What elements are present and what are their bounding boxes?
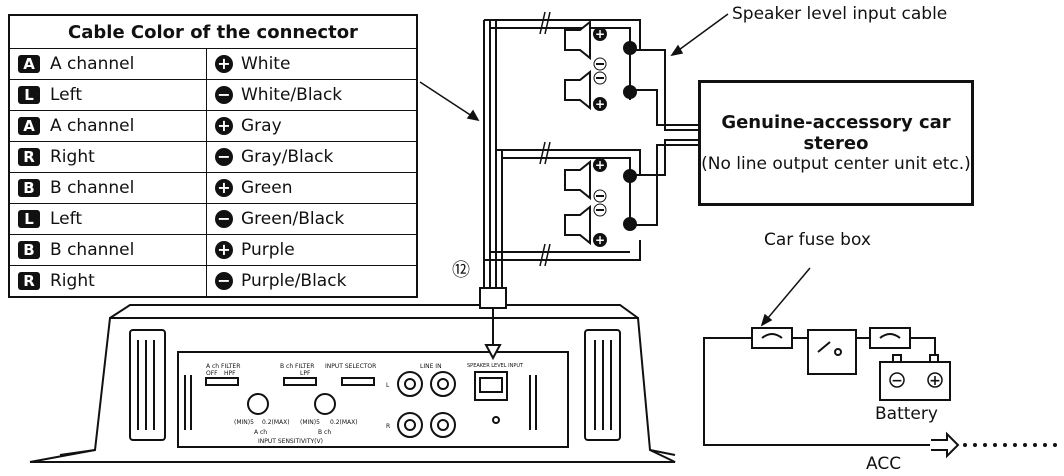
- acc-dots: [963, 443, 1057, 447]
- channel-badge: B: [18, 241, 40, 259]
- channel-label: A channel: [50, 54, 135, 74]
- color-label: Green: [241, 178, 293, 198]
- color-label: Gray/Black: [241, 147, 334, 167]
- svg-text:+: +: [929, 373, 941, 389]
- off-label: OFF: [206, 370, 218, 377]
- svg-text:−: −: [891, 373, 903, 389]
- table-row: L Left −Green/Black: [8, 203, 418, 235]
- table-row: A A channel + White: [8, 48, 418, 80]
- channel-cell: A A channel: [8, 48, 207, 80]
- color-label: Purple: [241, 240, 295, 260]
- side-cell: R Right: [8, 265, 207, 298]
- minus-icon: −: [215, 148, 233, 166]
- side-label: Left: [50, 85, 82, 105]
- color-cell: + Green: [206, 172, 418, 204]
- stereo-note: (No line output center unit etc.): [701, 154, 971, 174]
- table-row: L Left −White/Black: [8, 79, 418, 111]
- color-cell: −Green/Black: [206, 203, 418, 235]
- svg-text:+: +: [595, 97, 605, 111]
- b-ch-label: B ch: [318, 429, 331, 436]
- channel-label: B channel: [50, 178, 135, 198]
- input-sensitivity-label: INPUT SENSITIVITY(V): [258, 438, 323, 445]
- side-badge: R: [18, 148, 40, 166]
- amp-panel-text: A ch FILTER B ch FILTER INPUT SELECTOR L…: [206, 363, 524, 445]
- lpf-label: LPF: [300, 370, 311, 377]
- table-title: Cable Color of the connector: [8, 14, 418, 49]
- a-ch-label: A ch: [254, 429, 267, 436]
- minus-icon: −: [215, 86, 233, 104]
- min-label-b: (MIN)5: [300, 419, 320, 426]
- plus-icon: +: [215, 179, 233, 197]
- channel-label: B channel: [50, 240, 135, 260]
- svg-text:+: +: [595, 233, 605, 247]
- callout-arrows: [419, 13, 811, 327]
- color-label: Purple/Black: [241, 271, 347, 291]
- side-badge: L: [18, 86, 40, 104]
- fuse-box-label: Car fuse box: [764, 230, 871, 250]
- channel-cell: B B channel: [8, 172, 207, 204]
- side-cell: R Right: [8, 141, 207, 173]
- channel-cell: B B channel: [8, 234, 207, 266]
- max-label-b: 0.2(MAX): [330, 419, 358, 426]
- battery-label: Battery: [875, 404, 938, 424]
- channel-label: A channel: [50, 116, 135, 136]
- line-in-r: R: [386, 423, 390, 430]
- line-in-l: L: [386, 382, 390, 389]
- color-cell: −White/Black: [206, 79, 418, 111]
- color-cell: −Gray/Black: [206, 141, 418, 173]
- minus-icon: −: [215, 272, 233, 290]
- svg-text:+: +: [595, 158, 605, 172]
- plus-icon: +: [215, 55, 233, 73]
- hpf-label: HPF: [224, 370, 236, 377]
- battery-terminals: − +: [889, 372, 943, 389]
- side-label: Right: [50, 147, 95, 167]
- callout-number: ⑫: [452, 260, 470, 281]
- channel-badge: A: [18, 117, 40, 135]
- side-label: Left: [50, 209, 82, 229]
- side-cell: L Left: [8, 203, 207, 235]
- speaker-cable-label: Speaker level input cable: [732, 4, 948, 24]
- side-badge: L: [18, 210, 40, 228]
- table-row: R Right −Gray/Black: [8, 141, 418, 173]
- amplifier: [29, 304, 676, 463]
- speaker-polarity-icons: + + + +: [593, 27, 607, 247]
- table-row: B B channel + Purple: [8, 234, 418, 266]
- speakers: [564, 19, 637, 246]
- channel-badge: B: [18, 179, 40, 197]
- input-selector-label: INPUT SELECTOR: [325, 363, 376, 370]
- plus-icon: +: [215, 241, 233, 259]
- color-label: Gray: [241, 116, 282, 136]
- color-cell: + White: [206, 48, 418, 80]
- color-cell: + Purple: [206, 234, 418, 266]
- channel-cell: A A channel: [8, 110, 207, 142]
- color-cell: + Gray: [206, 110, 418, 142]
- speaker-cable: [479, 11, 700, 361]
- speaker-level-input-label: SPEAKER LEVEL INPUT: [467, 363, 524, 369]
- line-in-label: LINE IN: [420, 363, 442, 370]
- stereo-title: Genuine-accessory car stereo: [721, 112, 951, 154]
- power-circuit: [703, 327, 960, 459]
- car-stereo-box: Genuine-accessory car stereo (No line ou…: [698, 80, 974, 206]
- table-row: A A channel + Gray: [8, 110, 418, 142]
- svg-text:+: +: [595, 27, 605, 41]
- cable-color-table: Cable Color of the connector A A channel …: [8, 14, 418, 298]
- bch-filter-label: B ch FILTER: [280, 363, 314, 370]
- table-row: B B channel + Green: [8, 172, 418, 204]
- plus-icon: +: [215, 117, 233, 135]
- side-label: Right: [50, 271, 95, 291]
- acc-label: ACC: [866, 454, 902, 474]
- color-label: White/Black: [241, 85, 343, 105]
- channel-badge: A: [18, 55, 40, 73]
- table-row: R Right −Purple/Black: [8, 265, 418, 298]
- color-label: White: [241, 54, 291, 74]
- side-cell: L Left: [8, 79, 207, 111]
- min-label-a: (MIN)5: [234, 419, 254, 426]
- side-badge: R: [18, 272, 40, 290]
- minus-icon: −: [215, 210, 233, 228]
- ach-filter-label: A ch FILTER: [206, 363, 240, 370]
- max-label-a: 0.2(MAX): [262, 419, 290, 426]
- color-label: Green/Black: [241, 209, 345, 229]
- color-cell: −Purple/Black: [206, 265, 418, 298]
